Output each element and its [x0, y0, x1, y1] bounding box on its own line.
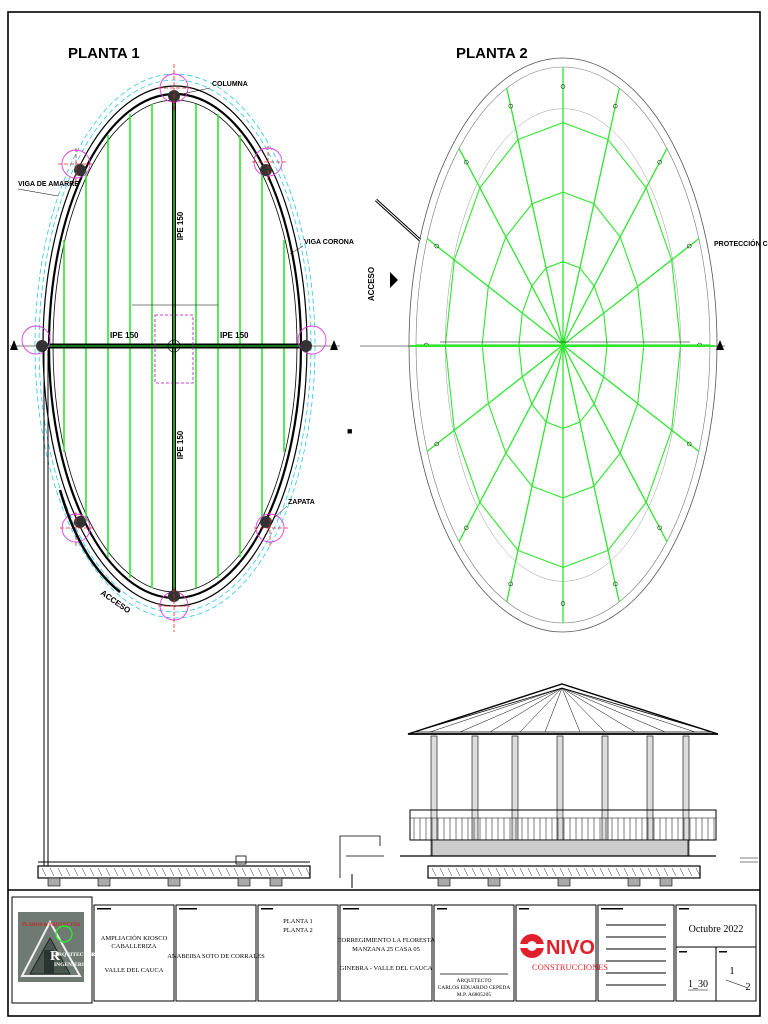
- owner: ANABEIBA SOTO DE CORRALES: [167, 953, 265, 960]
- svg-text:■: ■: [347, 426, 352, 436]
- location-line-1: CORREGIMIENTO LA FLORESTA: [337, 937, 435, 944]
- plan-2: PLANTA 2 PROTECCIÓN CUBIERTA ACCESO: [360, 45, 768, 633]
- location-line-2: MANZANA 25 CASA 05: [352, 946, 420, 953]
- logo-text-3: INGENIERIA: [54, 962, 88, 968]
- label-acceso-plan1: ACCESO: [99, 588, 132, 615]
- date: Octubre 2022: [689, 924, 744, 935]
- sheet-total: 2: [746, 982, 751, 993]
- logo-text-2: ARQUITECTURA: [54, 952, 99, 958]
- architect-line-1: ARQUITECTO: [456, 978, 491, 984]
- label-acceso-plan2: ACCESO: [367, 267, 376, 301]
- sheet-number: 1: [729, 965, 735, 977]
- svg-text:R: R: [50, 949, 61, 964]
- label-ipe-bottom: IPE 150: [176, 430, 185, 459]
- label-viga-corona: VIGA CORONA: [304, 239, 354, 246]
- project-line-1: AMPLIACIÓN KIOSCO: [101, 934, 168, 942]
- plan-1-title: PLANTA 1: [68, 45, 140, 62]
- scale: 1_30: [688, 979, 708, 990]
- architect-line-2: CARLOS EDUARDO CEPEDA: [438, 985, 511, 991]
- label-viga-amarre: VIGA DE AMARRE: [18, 181, 79, 188]
- label-ipe-right: IPE 150: [220, 331, 249, 340]
- company-sub: CONSTRUCCIONES: [532, 962, 608, 972]
- label-ipe-top: IPE 150: [176, 211, 185, 240]
- title-block: PLANOS & PROYECTOS ARQUITECTURA INGENIER…: [11, 896, 757, 1004]
- logo-text-1: PLANOS & PROYECTOS: [22, 923, 80, 928]
- project-line-2: CABALLERIZA: [111, 943, 156, 950]
- contents-line-2: PLANTA 2: [283, 927, 313, 934]
- label-proteccion: PROTECCIÓN CUBIERTA: [714, 239, 768, 248]
- contents-line-1: PLANTA 1: [283, 918, 313, 925]
- company-name: NIVO: [546, 937, 595, 959]
- label-ipe-left: IPE 150: [110, 331, 139, 340]
- label-columna: COLUMNA: [212, 81, 248, 88]
- project-line-3: VALLE DEL CAUCA: [105, 967, 164, 974]
- elevation: [339, 683, 719, 887]
- plan-2-title: PLANTA 2: [456, 45, 528, 62]
- section-left: [37, 855, 311, 887]
- label-zapata: ZAPATA: [288, 499, 315, 506]
- location-line-3: GINEBRA - VALLE DEL CAUCA: [340, 965, 433, 972]
- plan-1: PLANTA 1: [10, 45, 354, 866]
- architect-line-3: M.P. A6805205: [457, 992, 492, 998]
